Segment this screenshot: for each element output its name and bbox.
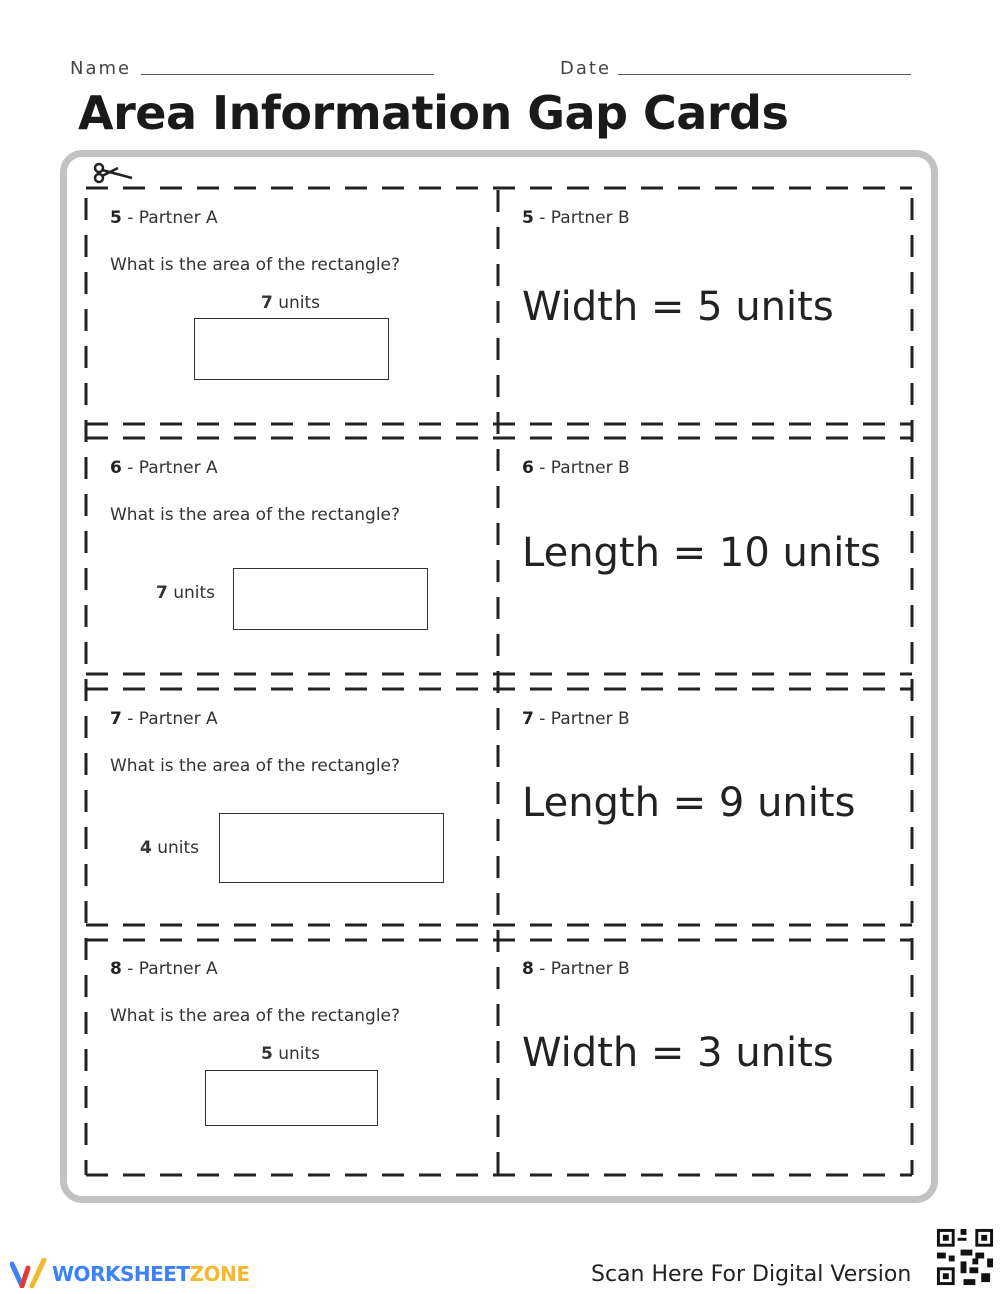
card-b-info: Width = 5 units	[522, 284, 834, 330]
rectangle-shape	[194, 318, 389, 380]
card-a-label: 8 - Partner A	[110, 959, 218, 979]
scissors-icon	[93, 162, 133, 184]
rect-dimension: 7 units	[156, 583, 216, 603]
brand-name: WORKSHEETZONE	[52, 1262, 250, 1286]
rect-dimension: 4 units	[140, 838, 200, 858]
page-title: Area Information Gap Cards	[78, 86, 789, 140]
card-a-question: What is the area of the rectangle?	[110, 1006, 401, 1026]
date-field[interactable]	[618, 74, 911, 75]
card-b-label: 7 - Partner B	[522, 709, 630, 729]
date-label: Date	[560, 58, 612, 79]
card-b-info: Length = 9 units	[522, 780, 856, 826]
cards-frame	[60, 150, 938, 1203]
card-a-question: What is the area of the rectangle?	[110, 505, 401, 525]
rect-dimension: 7 units	[261, 293, 321, 313]
rect-dimension: 5 units	[261, 1044, 321, 1064]
card-b-label: 8 - Partner B	[522, 959, 630, 979]
card-a-label: 7 - Partner A	[110, 709, 218, 729]
card-b-label: 6 - Partner B	[522, 458, 630, 478]
card-a-question: What is the area of the rectangle?	[110, 756, 401, 776]
card-b-info: Length = 10 units	[522, 530, 881, 576]
name-field[interactable]	[141, 74, 434, 75]
qr-code-icon[interactable]	[934, 1226, 996, 1288]
card-b-info: Width = 3 units	[522, 1030, 834, 1076]
worksheetzone-logo-icon	[10, 1258, 47, 1288]
rectangle-shape	[205, 1070, 378, 1126]
name-label: Name	[70, 58, 132, 79]
card-a-label: 5 - Partner A	[110, 208, 218, 228]
card-b-label: 5 - Partner B	[522, 208, 630, 228]
scan-text: Scan Here For Digital Version	[591, 1262, 912, 1287]
card-a-question: What is the area of the rectangle?	[110, 255, 401, 275]
rectangle-shape	[219, 813, 444, 883]
rectangle-shape	[233, 568, 428, 630]
card-a-label: 6 - Partner A	[110, 458, 218, 478]
